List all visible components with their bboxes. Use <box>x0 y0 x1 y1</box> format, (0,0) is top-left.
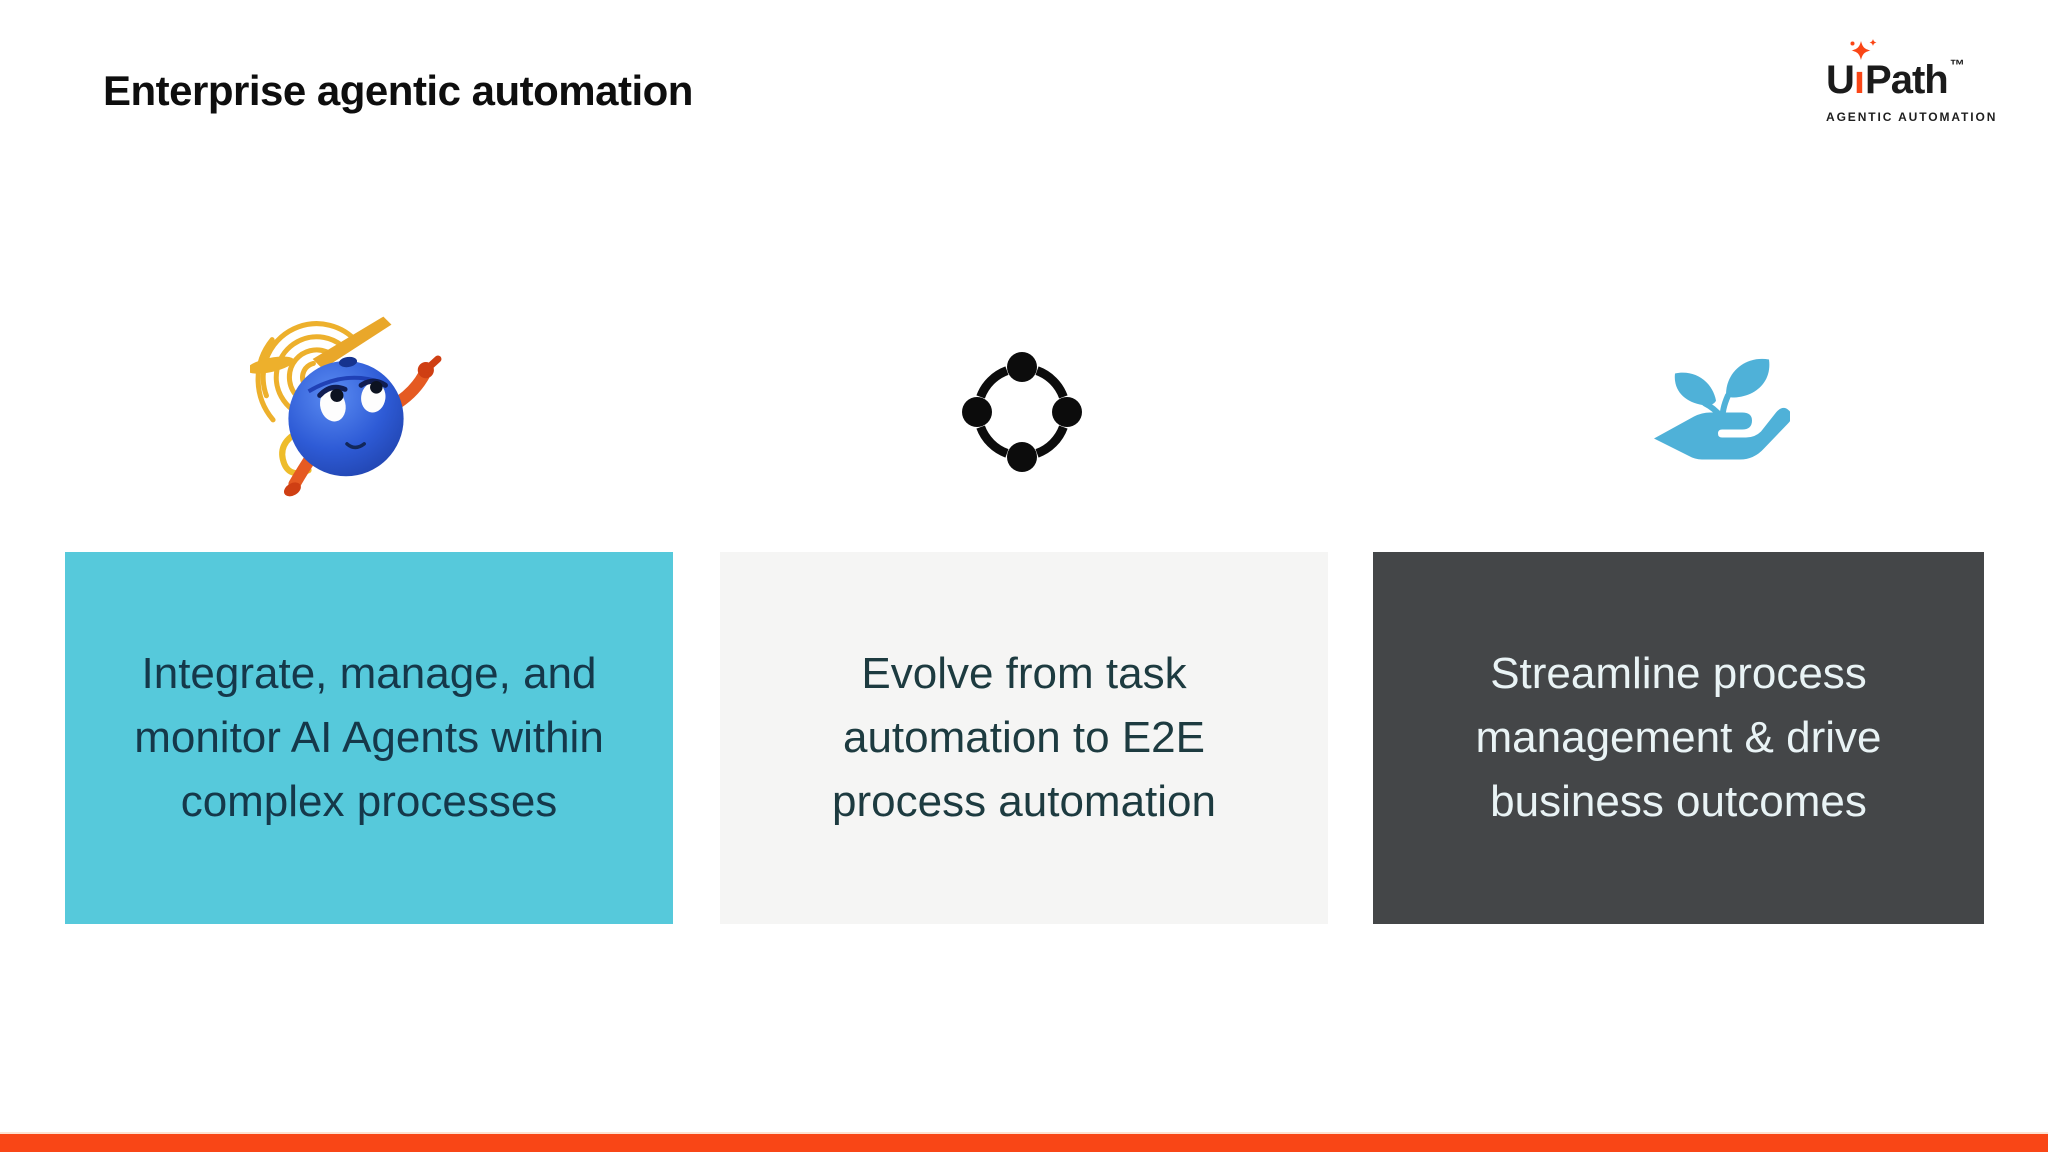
card-text-line: Evolve from task <box>861 649 1187 698</box>
card-text-line: management & drive <box>1475 713 1882 762</box>
card-text-line: process automation <box>832 777 1216 826</box>
agent-mascot-icon <box>246 312 442 500</box>
trademark-symbol: ™ <box>1949 57 1965 74</box>
card-text-line: Streamline process <box>1490 649 1867 698</box>
brand-letters-path: Path <box>1865 58 1949 102</box>
brand-letter-i: ı <box>1850 39 1877 102</box>
card-text-line: business outcomes <box>1490 777 1867 826</box>
brand-letter-u: U <box>1826 58 1855 102</box>
growth-hand-icon <box>1650 350 1792 466</box>
page-title: Enterprise agentic automation <box>103 67 693 114</box>
card-text-line: Integrate, manage, and <box>141 649 597 698</box>
card-streamline-outcomes: Streamline process management & drive bu… <box>1373 552 1984 924</box>
uipath-logo: U ı Path ™ AGENTIC AUTOMATION <box>1826 39 1998 124</box>
card-text: Streamline process management & drive bu… <box>1476 642 1882 834</box>
orchestration-cycle-icon <box>962 352 1082 472</box>
card-text-line: monitor AI Agents within <box>134 713 604 762</box>
sparkle-icon <box>1850 39 1877 60</box>
uipath-wordmark: U ı Path ™ <box>1826 39 1996 102</box>
card-text-line: automation to E2E <box>842 713 1205 762</box>
brand-i-stem: ı <box>1853 58 1866 102</box>
accent-bottom-bar <box>0 1132 2048 1152</box>
card-text: Evolve from task automation to E2E proce… <box>832 642 1216 834</box>
card-text-line: complex processes <box>180 777 558 826</box>
card-text: Integrate, manage, and monitor AI Agents… <box>134 642 604 834</box>
logo-tagline: AGENTIC AUTOMATION <box>1826 110 1998 124</box>
card-integrate-agents: Integrate, manage, and monitor AI Agents… <box>65 552 673 924</box>
card-evolve-automation: Evolve from task automation to E2E proce… <box>720 552 1328 924</box>
